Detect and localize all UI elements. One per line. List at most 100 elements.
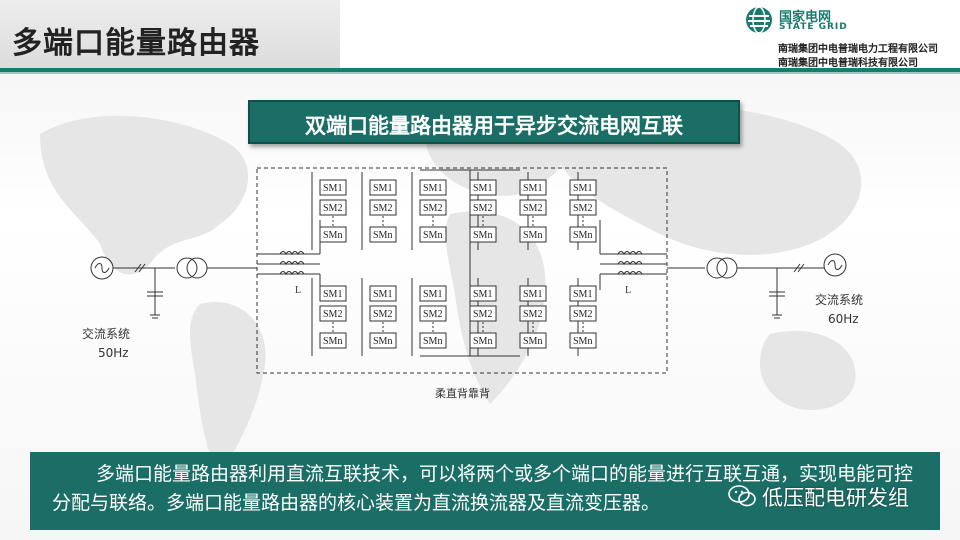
header-divider bbox=[0, 68, 960, 72]
submodule-label: SM1 bbox=[423, 289, 442, 300]
submodule-box bbox=[469, 285, 497, 302]
submodule-box bbox=[419, 199, 447, 216]
submodule-label: SM2 bbox=[573, 309, 592, 320]
submodule-box bbox=[569, 226, 597, 243]
submodule-box bbox=[319, 285, 347, 302]
submodule-box bbox=[519, 285, 547, 302]
phase-lines bbox=[257, 169, 667, 357]
submodule-box bbox=[569, 179, 597, 196]
back-to-back-enclosure bbox=[256, 167, 668, 374]
submodule-label: SMn bbox=[473, 230, 492, 241]
right-ac-source bbox=[667, 253, 847, 319]
submodule-label: SM2 bbox=[573, 203, 592, 214]
submodule-label: SMn bbox=[573, 336, 592, 347]
submodule-label: SMn bbox=[323, 230, 342, 241]
submodule-box bbox=[419, 332, 447, 349]
submodule-label: SMn bbox=[423, 336, 442, 347]
brand-name: 国家电网 bbox=[779, 10, 832, 25]
submodule-box bbox=[369, 332, 397, 349]
submodule-label: SM1 bbox=[573, 289, 592, 300]
submodule-box bbox=[469, 199, 497, 216]
company-name-2: 南瑞集团中电普瑞科技有限公司 bbox=[778, 58, 918, 69]
submodule-label: SM1 bbox=[523, 289, 542, 300]
submodule-label: SMn bbox=[573, 230, 592, 241]
submodule-label: SM1 bbox=[573, 183, 592, 194]
submodule-label: SM1 bbox=[373, 183, 392, 194]
submodule-label: SMn bbox=[373, 230, 392, 241]
left-system-label: 交流系统 bbox=[82, 326, 130, 341]
submodule-array: SM1SM2SMnSM1SM2SMnSM1SM2SMnSM1SM2SMnSM1S… bbox=[311, 172, 597, 356]
submodule-box bbox=[569, 305, 597, 322]
submodule-label: SM1 bbox=[323, 289, 342, 300]
submodule-label: SM2 bbox=[473, 309, 492, 320]
left-frequency-label: 50Hz bbox=[98, 346, 129, 360]
submodule-box bbox=[519, 332, 547, 349]
submodule-label: SM1 bbox=[373, 289, 392, 300]
submodule-box bbox=[469, 305, 497, 322]
submodule-box bbox=[319, 305, 347, 322]
submodule-label: SMn bbox=[523, 230, 542, 241]
submodule-box bbox=[419, 285, 447, 302]
submodule-box bbox=[519, 305, 547, 322]
caption-text: 多端口能量路由器利用直流互联技术，可以将两个或多个端口的能量进行互联互通，实现电… bbox=[52, 463, 914, 514]
submodule-box bbox=[569, 332, 597, 349]
submodule-box bbox=[519, 226, 547, 243]
submodule-box bbox=[519, 199, 547, 216]
submodule-label: SMn bbox=[323, 336, 342, 347]
submodule-box bbox=[369, 305, 397, 322]
submodule-label: SMn bbox=[423, 230, 442, 241]
submodule-label: SM1 bbox=[473, 289, 492, 300]
left-ac-source bbox=[90, 256, 257, 319]
circuit-diagram: SM1SM2SMnSM1SM2SMnSM1SM2SMnSM1SM2SMnSM1S… bbox=[82, 167, 863, 400]
right-frequency-label: 60Hz bbox=[828, 312, 859, 326]
submodule-label: SM2 bbox=[523, 309, 542, 320]
submodule-box bbox=[319, 226, 347, 243]
submodule-box bbox=[369, 199, 397, 216]
submodule-label: SMn bbox=[523, 336, 542, 347]
header: 多端口能量路由器 国家电网 STATE GRID 南瑞集团中电普瑞电力工程有限公… bbox=[0, 0, 960, 74]
subtitle-banner: 双端口能量路由器用于异步交流电网互联 bbox=[248, 100, 740, 144]
submodule-label: SM2 bbox=[423, 309, 442, 320]
submodule-box bbox=[419, 226, 447, 243]
submodule-box bbox=[369, 226, 397, 243]
submodule-box bbox=[319, 332, 347, 349]
brand-name-en: STATE GRID bbox=[779, 22, 848, 32]
enclosure-label: 柔直背靠背 bbox=[435, 386, 490, 400]
submodule-label: SM2 bbox=[523, 203, 542, 214]
state-grid-logo-icon bbox=[746, 6, 772, 34]
submodule-box bbox=[469, 179, 497, 196]
submodule-label: SM2 bbox=[373, 309, 392, 320]
submodule-label: SMn bbox=[473, 336, 492, 347]
submodule-label: SM2 bbox=[473, 203, 492, 214]
submodule-box bbox=[469, 332, 497, 349]
header-divider-light bbox=[0, 72, 960, 74]
right-system-label: 交流系统 bbox=[815, 292, 863, 307]
submodule-label: SM1 bbox=[523, 183, 542, 194]
submodule-label: SM2 bbox=[323, 203, 342, 214]
submodule-box bbox=[519, 179, 547, 196]
submodule-box bbox=[469, 226, 497, 243]
submodule-box bbox=[419, 305, 447, 322]
submodule-box bbox=[319, 199, 347, 216]
submodule-label: SM2 bbox=[323, 309, 342, 320]
submodule-box bbox=[319, 179, 347, 196]
wechat-icon bbox=[728, 485, 756, 507]
subtitle: 双端口能量路由器用于异步交流电网互联 bbox=[305, 114, 683, 138]
submodule-box bbox=[419, 179, 447, 196]
submodule-label: SM2 bbox=[423, 203, 442, 214]
caption-box: 多端口能量路由器利用直流互联技术，可以将两个或多个端口的能量进行互联互通，实现电… bbox=[30, 452, 940, 530]
watermark-text: 低压配电研发组 bbox=[762, 486, 909, 510]
submodule-box bbox=[569, 285, 597, 302]
submodule-label: SM1 bbox=[323, 183, 342, 194]
company-name-1: 南瑞集团中电普瑞电力工程有限公司 bbox=[778, 44, 938, 55]
right-inductor-label: L bbox=[625, 285, 631, 296]
submodule-label: SMn bbox=[373, 336, 392, 347]
submodule-label: SM1 bbox=[473, 183, 492, 194]
submodule-box bbox=[569, 199, 597, 216]
submodule-box bbox=[369, 179, 397, 196]
submodule-label: SM1 bbox=[423, 183, 442, 194]
left-inductor-label: L bbox=[295, 285, 301, 296]
page-title: 多端口能量路由器 bbox=[12, 26, 260, 61]
title-bar: 多端口能量路由器 bbox=[0, 0, 340, 70]
submodule-label: SM2 bbox=[373, 203, 392, 214]
